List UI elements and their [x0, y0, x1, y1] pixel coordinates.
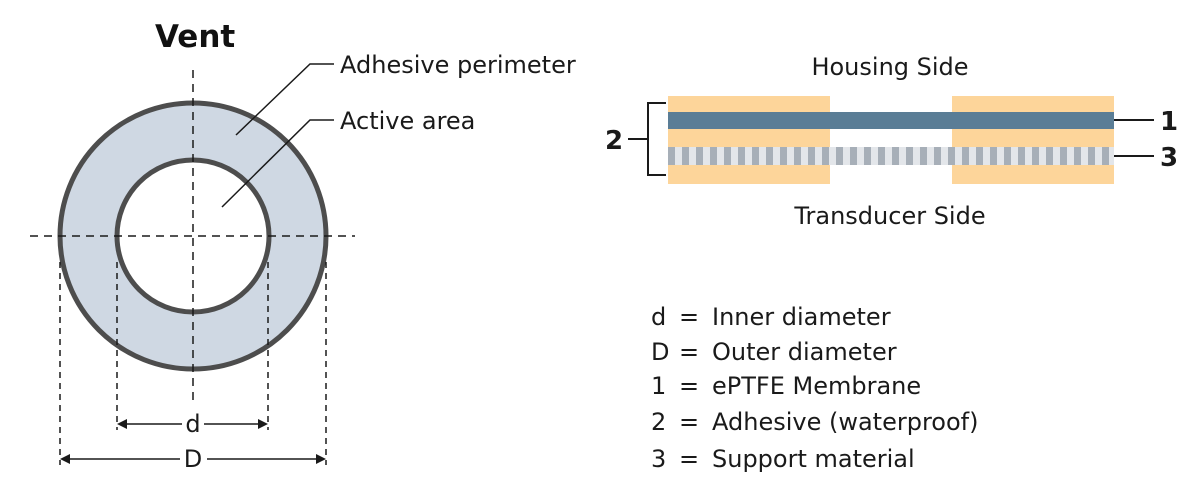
legend-text: Support material — [712, 445, 915, 473]
vent-title: Vent — [155, 19, 235, 55]
legend-text: Adhesive (waterproof) — [712, 408, 978, 436]
layer-1-label: 1 — [1160, 107, 1178, 137]
legend-text: Outer diameter — [712, 338, 897, 366]
transducer-side-label: Transducer Side — [793, 202, 985, 230]
legend-text: ePTFE Membrane — [712, 372, 921, 400]
adhesive-top-right — [952, 96, 1114, 112]
legend-text: Inner diameter — [712, 303, 891, 331]
eptfe-membrane-layer — [668, 112, 1114, 129]
inner-arrowhead-left — [117, 419, 127, 429]
legend-key: D — [651, 338, 669, 366]
support-material-layer — [668, 147, 1114, 165]
legend-equals: = — [679, 338, 699, 366]
legend-equals: = — [679, 303, 699, 331]
active-area-label: Active area — [340, 107, 475, 135]
layer-2-label: 2 — [605, 126, 623, 156]
adhesive-perimeter-label: Adhesive perimeter — [340, 51, 576, 79]
legend-equals: = — [679, 372, 699, 400]
adhesive-bottom-left — [668, 165, 830, 184]
outer-arrowhead-right — [316, 454, 326, 464]
adhesive-bottom-right — [952, 165, 1114, 184]
layer-3-label: 3 — [1160, 143, 1178, 173]
legend-equals: = — [679, 445, 699, 473]
adhesive-top-left — [668, 96, 830, 112]
inner-diameter-label: d — [185, 410, 200, 438]
adhesive-middle-right — [952, 129, 1114, 147]
legend-key: d — [651, 303, 666, 331]
adhesive-middle-left — [668, 129, 830, 147]
legend: d = Inner diameter D = Outer diameter 1 … — [651, 303, 978, 473]
outer-diameter-label: D — [184, 445, 202, 473]
adhesive-bracket — [647, 102, 666, 176]
housing-side-label: Housing Side — [811, 53, 968, 81]
inner-arrowhead-right — [258, 419, 268, 429]
outer-arrowhead-left — [60, 454, 70, 464]
legend-equals: = — [679, 408, 699, 436]
adhesive-perimeter-leader — [235, 63, 334, 136]
active-area-leader — [221, 119, 334, 208]
legend-key: 1 — [651, 372, 666, 400]
legend-key: 3 — [651, 445, 666, 473]
legend-key: 2 — [651, 408, 666, 436]
